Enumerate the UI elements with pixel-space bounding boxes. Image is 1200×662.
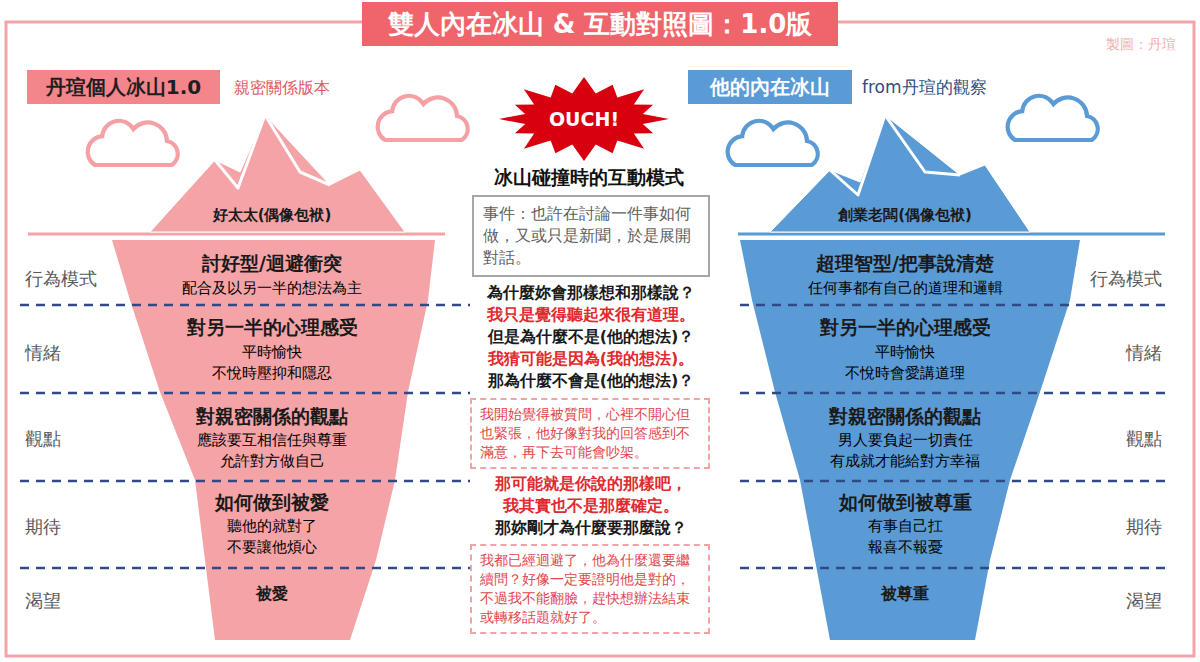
dialogue-line: 我猜可能是因為(我的想法)。 (488, 349, 695, 369)
layer-divider (20, 567, 470, 570)
layer-body: 聽他的就對了 不要讓他煩心 (227, 516, 317, 558)
layer-body: 平時愉快 不悅時壓抑和隱忍 (212, 342, 332, 384)
row-label: 渴望 (1126, 590, 1162, 613)
dialogue-line: 我只是覺得聽起來很有道理。 (487, 305, 695, 325)
layer-divider (740, 304, 1172, 307)
layer-divider (740, 567, 1172, 570)
layer-body: 應該要互相信任與尊重 允許對方做自己 (197, 430, 347, 472)
header-box: 丹瑄個人冰山1.0 (27, 70, 220, 104)
layer-heading: 對親密關係的觀點 (829, 405, 981, 428)
burst-text: OUCH! (498, 107, 670, 131)
row-label: 渴望 (25, 590, 61, 613)
layer-body: 有事自己扛 報喜不報憂 (868, 516, 943, 558)
snow-cap (215, 115, 330, 188)
row-label: 期待 (25, 516, 61, 539)
snow-cap (830, 115, 960, 195)
layer-heading: 對另一半的心理感受 (820, 316, 991, 339)
layer-body: 平時愉快 不悅時會愛講道理 (845, 342, 965, 384)
dialogue-line: 那可能就是你說的那樣吧， (495, 474, 687, 494)
layer-heading: 創業老闆(偶像包袱) (838, 206, 972, 224)
row-label: 期待 (1126, 516, 1162, 539)
iceberg-tip (150, 115, 405, 232)
header-box: 他的內在冰山 (688, 70, 852, 104)
thought-box: 我開始覺得被質問，心裡不開心但也緊張，他好像對我的回答感到不滿意，再下去可能會吵… (470, 398, 710, 469)
box-text: 我開始覺得被質問，心裡不開心但也緊張，他好像對我的回答感到不滿意，再下去可能會吵… (480, 405, 700, 462)
layer-heading: 對另一半的心理感受 (187, 316, 358, 339)
iceberg-underwater (740, 240, 1080, 640)
iceberg: 創業老闆(偶像包袱) 超理智型/把事說清楚任何事都有自己的道理和邏輯對另一半的心理… (735, 100, 1180, 650)
layer-body: 任何事都有自己的道理和邏輯 (808, 278, 1003, 299)
layer-body: 男人要負起一切責任 有成就才能給對方幸福 (830, 430, 980, 472)
layer-divider (20, 480, 470, 483)
cloud (88, 121, 178, 165)
iceberg: 好太太(偶像包袱) 討好型/迴避衝突配合及以另一半的想法為主對另一半的心理感受平時… (20, 100, 480, 650)
credit-note: 製圖：丹瑄 (1106, 36, 1176, 54)
thought-box: 我都已經迴避了，他為什麼還要繼續問？好像一定要證明他是對的，不過我不能翻臉，趕快… (470, 544, 710, 634)
cloud (1008, 96, 1098, 140)
header-text: 他的內在冰山 (710, 74, 830, 101)
row-label: 情緒 (1126, 342, 1162, 365)
layer-heading: 好太太(偶像包袱) (213, 206, 332, 224)
layer-heading: 討好型/迴避衝突 (202, 252, 342, 275)
row-label: 行為模式 (25, 268, 97, 291)
header-text: 丹瑄個人冰山1.0 (46, 74, 201, 101)
dialogue-line: 但是為什麼不是(他的想法)？ (488, 327, 695, 347)
iceberg-tip (770, 115, 1030, 232)
cloud (728, 121, 818, 165)
layer-heading: 被尊重 (881, 584, 929, 603)
event-box: 事件：也許在討論一件事如何做，又或只是新聞，於是展開對話。 (472, 195, 710, 277)
subtitle: from丹瑄的觀察 (862, 77, 987, 98)
subtitle: 親密關係版本 (234, 78, 330, 98)
cloud (378, 96, 468, 140)
water-line (28, 233, 445, 236)
row-label: 情緒 (25, 342, 61, 365)
row-label: 行為模式 (1090, 268, 1162, 291)
layer-divider (20, 304, 470, 307)
dialogue-line: 那妳剛才為什麼要那麼說？ (495, 518, 687, 538)
title-banner: 雙人內在冰山 & 互動對照圖：1.0版 (362, 2, 838, 46)
dialogue-line: 我其實也不是那麼確定。 (503, 496, 679, 516)
layer-body: 配合及以另一半的想法為主 (182, 278, 362, 299)
layer-heading: 對親密關係的觀點 (196, 405, 348, 428)
water-line (738, 233, 1165, 236)
row-label: 觀點 (25, 428, 61, 451)
layer-divider (740, 392, 1172, 395)
page-frame (6, 22, 1194, 656)
iceberg-underwater (112, 240, 435, 640)
title-text: 雙人內在冰山 & 互動對照圖：1.0版 (388, 7, 813, 42)
dialogue-line: 為什麼妳會那樣想和那樣說？ (487, 283, 695, 303)
section-heading: 冰山碰撞時的互動模式 (494, 166, 684, 190)
box-text: 事件：也許在討論一件事如何做，又或只是新聞，於是展開對話。 (483, 203, 699, 269)
layer-divider (20, 392, 470, 395)
layer-heading: 如何做到被愛 (215, 491, 329, 514)
box-text: 我都已經迴避了，他為什麼還要繼續問？好像一定要證明他是對的，不過我不能翻臉，趕快… (480, 551, 700, 627)
layer-heading: 如何做到被尊重 (839, 491, 972, 514)
layer-divider (740, 480, 1172, 483)
burst-outline (499, 77, 669, 161)
layer-heading: 超理智型/把事說清楚 (816, 252, 994, 275)
layer-heading: 被愛 (256, 584, 288, 603)
row-label: 觀點 (1126, 428, 1162, 451)
ouch-burst: OUCH! (498, 76, 670, 162)
dialogue-line: 那為什麼不會是(他的想法)？ (488, 371, 695, 391)
